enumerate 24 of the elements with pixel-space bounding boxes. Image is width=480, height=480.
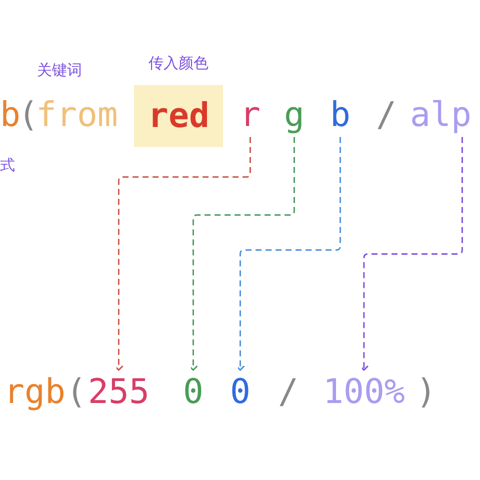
code-token: 0 — [230, 372, 250, 412]
code-token: from — [36, 95, 118, 135]
code-token: 255 — [88, 372, 150, 412]
code-token: g — [284, 95, 304, 135]
dashed-arrow — [188, 137, 295, 371]
dashed-arrow — [236, 137, 341, 371]
code-token: / — [376, 95, 396, 135]
code-token: ) — [416, 372, 436, 412]
code-token: b — [330, 95, 350, 135]
code-token: r — [240, 95, 260, 135]
dashed-arrow — [114, 137, 251, 371]
code-token: ( — [18, 95, 38, 135]
code-token: rgb — [4, 372, 66, 412]
code-token: ( — [66, 372, 86, 412]
dashed-arrow — [359, 137, 463, 371]
code-token: 0 — [183, 372, 204, 412]
code-token: alp — [410, 95, 472, 135]
annotation-text: 式 — [0, 155, 15, 175]
annotation-text: 关键词 — [37, 60, 82, 80]
code-token: / — [278, 372, 298, 412]
code-token: b — [0, 95, 20, 135]
code-token: 100% — [323, 372, 405, 412]
annotation-text: 传入颜色 — [148, 53, 209, 73]
highlighted-token: red — [134, 85, 224, 147]
